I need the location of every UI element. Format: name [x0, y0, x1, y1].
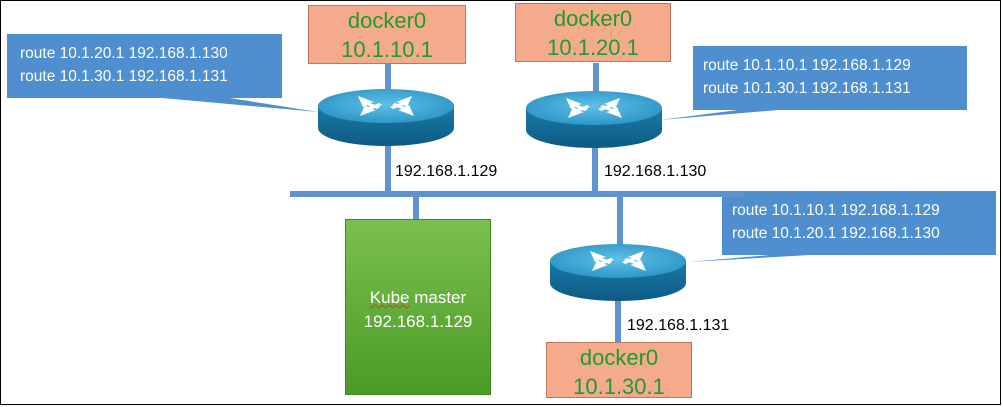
docker-ip: 10.1.20.1	[547, 35, 639, 60]
master-title-rest: master	[409, 288, 467, 307]
node-ip-1: 192.168.1.129	[395, 163, 498, 180]
network-links	[290, 63, 745, 343]
docker-bridge-1: docker0 10.1.10.1	[308, 5, 466, 64]
route-line: route 10.1.30.1 192.168.1.131	[20, 68, 228, 85]
route-callout-2	[660, 46, 967, 120]
router-icon	[318, 89, 454, 146]
route-callout-3	[688, 191, 996, 262]
router-icon	[526, 91, 662, 148]
route-table-2: route 10.1.10.1 192.168.1.129 route 10.1…	[703, 54, 911, 100]
docker-name: docker0	[347, 8, 427, 33]
route-callout-1	[7, 34, 318, 112]
route-line: route 10.1.20.1 192.168.1.130	[732, 225, 940, 242]
node-ip-2: 192.168.1.130	[604, 163, 707, 180]
master-title: Kube master	[346, 286, 490, 310]
docker-bridge-3: docker0 10.1.30.1	[546, 342, 692, 399]
master-ip: 192.168.1.129	[363, 312, 473, 331]
docker-bridge-2: docker0 10.1.20.1	[515, 3, 671, 62]
route-table-3: route 10.1.10.1 192.168.1.129 route 10.1…	[732, 199, 940, 245]
master-title-word: Kube	[369, 288, 410, 307]
kube-master-node: Kube master 192.168.1.129	[345, 219, 491, 395]
router-icon	[550, 244, 686, 301]
docker-name: docker0	[553, 6, 633, 31]
route-line: route 10.1.30.1 192.168.1.131	[703, 80, 911, 97]
docker-ip: 10.1.30.1	[573, 374, 665, 399]
node-ip-3: 192.168.1.131	[627, 317, 730, 334]
route-line: route 10.1.10.1 192.168.1.129	[703, 57, 911, 74]
route-line: route 10.1.20.1 192.168.1.130	[20, 45, 228, 62]
docker-name: docker0	[579, 345, 659, 370]
route-table-1: route 10.1.20.1 192.168.1.130 route 10.1…	[20, 42, 228, 88]
route-line: route 10.1.10.1 192.168.1.129	[732, 202, 940, 219]
docker-ip: 10.1.10.1	[341, 37, 433, 62]
